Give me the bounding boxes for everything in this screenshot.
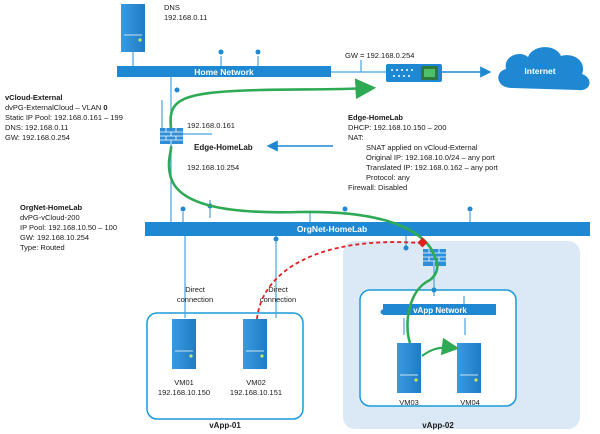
blocked-marker bbox=[417, 237, 428, 248]
edge-info-line-6: Protocol: any bbox=[366, 173, 410, 182]
vapp01-box bbox=[146, 312, 304, 420]
blocked-traffic-path bbox=[256, 241, 421, 320]
router-icon bbox=[386, 64, 442, 82]
orgnet-title: OrgNet-HomeLab bbox=[20, 203, 83, 212]
vcloud-external-line-4: GW: 192.168.0.254 bbox=[5, 133, 70, 142]
gateway-label: GW = 192.168.0.254 bbox=[345, 51, 414, 60]
orgnet-bar-label: OrgNet-HomeLab bbox=[297, 224, 367, 234]
vm01-ip: 192.168.10.150 bbox=[158, 388, 210, 397]
vm01-name: VM01 bbox=[174, 378, 194, 387]
vm04-server-icon bbox=[457, 343, 481, 393]
direct-connection-left-1: Direct bbox=[185, 285, 206, 294]
vm02-server-icon bbox=[243, 319, 267, 369]
vm04-name: VM04 bbox=[460, 398, 480, 407]
edge-info-line-4: Original IP: 192.168.10.0/24 – any port bbox=[366, 153, 496, 162]
internet-cloud-icon bbox=[498, 47, 590, 91]
edge-info-title: Edge-HomeLab bbox=[348, 113, 403, 122]
vm03-name: VM03 bbox=[399, 398, 419, 407]
edge-info-line-5: Translated IP: 192.168.0.162 – any port bbox=[366, 163, 499, 172]
vm02-ip: 192.168.10.151 bbox=[230, 388, 282, 397]
dns-ip: 192.168.0.11 bbox=[164, 13, 207, 22]
direct-connection-left-2: connection bbox=[177, 295, 213, 304]
vm03-to-vm04-path bbox=[421, 337, 460, 357]
home-network-label: Home Network bbox=[194, 67, 254, 77]
orgnet-line-2: IP Pool: 192.168.10.50 – 100 bbox=[20, 223, 117, 232]
vcloud-external-line-3: DNS: 192.168.0.11 bbox=[5, 123, 68, 132]
dns-name: DNS bbox=[164, 3, 180, 12]
home-network-bar bbox=[117, 66, 331, 77]
edge-ip-external: 192.168.0.161 bbox=[187, 121, 235, 130]
vapp-network-label: vApp Network bbox=[413, 306, 467, 315]
dns-server-icon bbox=[121, 4, 145, 52]
vcloud-external-title: vCloud-External bbox=[5, 93, 63, 102]
internet-label: Internet bbox=[524, 66, 555, 76]
edge-info-line-7: Firewall: Disabled bbox=[348, 183, 407, 192]
edge-ip-internal: 192.168.10.254 bbox=[187, 163, 239, 172]
orgnet-line-3: GW: 192.168.10.254 bbox=[20, 233, 89, 242]
vapp-network-bar bbox=[383, 304, 496, 315]
edge-info-line-3: SNAT applied on vCloud-External bbox=[366, 143, 478, 152]
orgnet-line-1: dvPG-vCloud-200 bbox=[20, 213, 80, 222]
orgnet-bar bbox=[145, 222, 590, 236]
direct-connection-right-2: connection bbox=[260, 295, 296, 304]
vm03-server-icon bbox=[397, 343, 421, 393]
vm02-name: VM02 bbox=[246, 378, 266, 387]
edge-firewall-icon bbox=[160, 128, 183, 144]
vcloud-external-line-2: Static IP Pool: 192.168.0.161 – 199 bbox=[5, 113, 123, 122]
orgnet-line-4: Type: Routed bbox=[20, 243, 65, 252]
edge-info-line-1: DHCP: 192.168.10.150 – 200 bbox=[348, 123, 446, 132]
edge-label: Edge-HomeLab bbox=[194, 143, 253, 152]
edge-info-line-2: NAT: bbox=[348, 133, 364, 142]
nat-traffic-path bbox=[167, 88, 439, 344]
vapp01-label: vApp-01 bbox=[209, 421, 241, 430]
vapp02-label: vApp-02 bbox=[422, 421, 454, 430]
vm01-server-icon bbox=[172, 319, 196, 369]
direct-connection-right-1: Direct bbox=[268, 285, 289, 294]
vcloud-external-line-1: dvPG-ExternalCloud – VLAN 0 bbox=[5, 103, 108, 112]
